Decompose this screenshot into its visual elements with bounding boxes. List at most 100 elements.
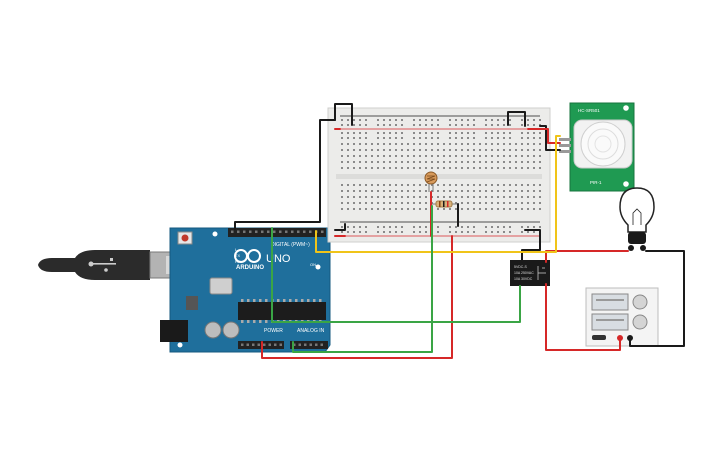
wire-black-gnd-to-breadboard[interactable]: [234, 119, 336, 230]
arduino-uno[interactable]: DIGITAL (PWM~) TX RX L ON ARDUINO UNO PO…: [160, 227, 331, 353]
breadboard-hole: [359, 190, 361, 192]
breadboard-hole: [443, 167, 445, 169]
breadboard-hole: [533, 167, 535, 169]
power-switch[interactable]: [592, 335, 606, 340]
breadboard-hole: [479, 196, 481, 198]
breadboard-hole: [503, 149, 505, 151]
breadboard-hole: [539, 184, 541, 186]
chip-leg: [253, 299, 256, 302]
breadboard-hole: [485, 119, 487, 121]
breadboard-hole: [479, 208, 481, 210]
header-pin: [257, 343, 260, 346]
breadboard-hole: [437, 226, 439, 228]
wire-red-pir-vcc[interactable]: [527, 128, 561, 144]
chip-leg: [253, 320, 256, 323]
breadboard-hole: [473, 143, 475, 145]
model-label: UNO: [266, 253, 291, 265]
breadboard-hole: [383, 226, 385, 228]
breadboard-hole: [485, 137, 487, 139]
breadboard-hole: [479, 190, 481, 192]
breadboard-hole: [491, 143, 493, 145]
breadboard-hole: [353, 124, 355, 126]
power-supply[interactable]: [585, 287, 659, 347]
breadboard-hole: [419, 226, 421, 228]
header-pin: [320, 343, 323, 346]
wire-yellow-pin2-to-pir-out[interactable]: [315, 135, 561, 253]
breadboard-hole: [485, 208, 487, 210]
breadboard-hole: [497, 132, 499, 134]
wire-black-supply-to-bulb[interactable]: [629, 250, 685, 347]
breadboard[interactable]: [327, 107, 551, 243]
breadboard-hole: [473, 124, 475, 126]
photoresistor[interactable]: [424, 171, 438, 192]
breadboard-hole: [413, 124, 415, 126]
breadboard-hole: [473, 155, 475, 157]
wire-black-right-top[interactable]: [507, 111, 526, 127]
breadboard-hole: [509, 161, 511, 163]
wire-green-pin-to-relay[interactable]: [271, 227, 521, 323]
breadboard-hole: [467, 143, 469, 145]
breadboard-hole: [401, 132, 403, 134]
breadboard-hole: [521, 190, 523, 192]
breadboard-hole: [539, 208, 541, 210]
breadboard-hole: [389, 161, 391, 163]
chip-leg: [259, 299, 262, 302]
relay[interactable]: 5VDC-S 10A 250VAC 10A 30VDC: [510, 260, 550, 286]
breadboard-hole: [527, 119, 529, 121]
wire-black-breadboard-to-relay[interactable]: [521, 229, 541, 263]
chip-leg: [283, 299, 286, 302]
wire-black-pir-gnd[interactable]: [539, 125, 561, 151]
breadboard-hole: [395, 190, 397, 192]
current-knob[interactable]: [632, 314, 648, 330]
analog-header[interactable]: [290, 341, 328, 349]
breadboard-hole: [437, 132, 439, 134]
breadboard-hole: [461, 119, 463, 121]
header-pin: [298, 343, 301, 346]
breadboard-hole: [377, 119, 379, 121]
breadboard-hole: [383, 149, 385, 151]
wire-black-breadboard-bottom-left[interactable]: [334, 223, 346, 231]
breadboard-hole: [341, 149, 343, 151]
breadboard-hole: [533, 132, 535, 134]
breadboard-hole: [395, 155, 397, 157]
current-display: [591, 313, 629, 331]
wire-red-relay-to-supply[interactable]: [545, 283, 621, 351]
resistor[interactable]: [430, 200, 458, 208]
breadboard-hole: [521, 143, 523, 145]
digital-header-label: DIGITAL (PWM~): [271, 242, 310, 248]
breadboard-hole: [455, 161, 457, 163]
breadboard-hole: [533, 155, 535, 157]
light-bulb[interactable]: [619, 187, 655, 251]
pir-sensor[interactable]: HC-SR501 PIR-1: [559, 102, 635, 192]
breadboard-hole: [347, 143, 349, 145]
breadboard-hole: [443, 161, 445, 163]
breadboard-hole: [395, 202, 397, 204]
wire-black-breadboard-top[interactable]: [334, 103, 353, 126]
breadboard-hole: [497, 226, 499, 228]
breadboard-hole: [395, 167, 397, 169]
breadboard-hole: [347, 132, 349, 134]
breadboard-hole: [449, 143, 451, 145]
breadboard-hole: [371, 208, 373, 210]
digital-header[interactable]: [228, 228, 326, 237]
header-pin: [291, 230, 294, 233]
wire-red-5v-to-breadboard[interactable]: [261, 235, 453, 359]
usb-cable[interactable]: [38, 250, 193, 280]
breadboard-hole: [533, 202, 535, 204]
breadboard-hole: [503, 143, 505, 145]
wire-green-a0-to-ldr[interactable]: [292, 205, 433, 353]
breadboard-hole: [533, 226, 535, 228]
breadboard-hole: [485, 143, 487, 145]
breadboard-hole: [473, 202, 475, 204]
voltage-knob[interactable]: [632, 294, 648, 310]
breadboard-hole: [353, 226, 355, 228]
header-pin: [243, 230, 246, 233]
chip-leg: [241, 320, 244, 323]
breadboard-hole: [491, 124, 493, 126]
breadboard-hole: [395, 132, 397, 134]
chip-leg: [289, 299, 292, 302]
breadboard-hole: [485, 155, 487, 157]
breadboard-hole: [431, 137, 433, 139]
wire-red-relay-to-bulb[interactable]: [545, 250, 629, 263]
header-pin: [237, 230, 240, 233]
